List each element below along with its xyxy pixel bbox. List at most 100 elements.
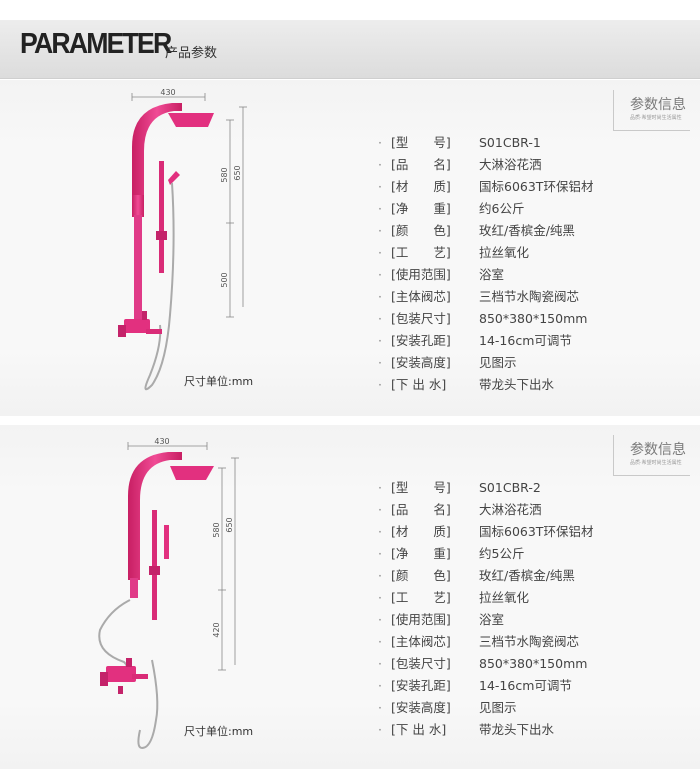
bullet-dot: · [378,157,382,172]
mixer-valve [106,666,136,682]
spec-value: 850*380*150mm [479,311,588,326]
spout [146,329,162,334]
spec-row: ·[主体阀芯]三档节水陶瓷阀芯 [378,631,593,653]
hose [144,182,175,391]
bullet-dot: · [378,656,382,671]
dim-total-label: 650 [233,165,242,180]
spec-list: ·[型 号]S01CBR-2·[品 名]大淋浴花洒·[材 质]国标6063T环保… [378,477,593,741]
product-panel-1: 参数信息 品质·希望时尚生活属性 430 650 580 500 [0,80,700,416]
bullet-dot: · [378,480,382,495]
spec-row: · [颜 色] 玫红/香槟金/纯黑 [378,565,593,587]
dim-total-label: 650 [225,517,234,532]
spec-row: ·[材 质]国标6063T环保铝材 [378,176,593,198]
product-panel-2: 参数信息 品质·希望时尚生活属性 430 650 580 420 [0,425,700,769]
spec-value: 约6公斤 [479,201,525,216]
spec-value: 14-16cm可调节 [479,678,572,693]
spec-row: · [工 艺] 拉丝氧化 [378,587,593,609]
spec-label: [颜 色] [391,568,451,583]
spec-row: ·[包装尺寸]850*380*150mm [378,308,593,330]
spec-label: [包装尺寸] [391,311,451,326]
spec-label: [安装孔距] [391,333,451,348]
spec-label: [主体阀芯] [391,634,451,649]
spec-row: ·[主体阀芯]三档节水陶瓷阀芯 [378,286,593,308]
spec-label: [使用范围] [391,267,451,282]
spec-label: [品 名] [391,157,451,172]
spec-label: [包装尺寸] [391,656,451,671]
spec-label: [品 名] [391,502,451,517]
spec-row: ·[工 艺]拉丝氧化 [378,242,593,264]
stamp-small-text: 品质·希望时尚生活属性 [630,460,682,466]
spec-value: 带龙头下出水 [479,377,555,392]
shower-column-top [132,103,182,201]
shower-head [170,466,214,480]
spec-label: [下 出 水] [391,377,447,392]
spec-value: 拉丝氧化 [479,245,530,260]
stamp-main-text: 参数信息 [630,97,686,113]
spec-row: ·[安装孔距]14-16cm可调节 [378,330,593,352]
spec-value: 850*380*150mm [479,656,588,671]
spec-value: 玫红/香槟金/纯黑 [479,223,575,238]
param-info-stamp: 参数信息 品质·希望时尚生活属性 [613,435,690,476]
spec-value: 约5公斤 [479,546,525,561]
spec-list: ·[型 号]S01CBR-1·[品 名]大淋浴花洒·[材 质]国标6063T环保… [378,132,593,396]
spec-row: ·[品 名]大淋浴花洒 [378,154,593,176]
bullet-dot: · [378,722,382,737]
spec-value: 浴室 [479,612,505,627]
spec-label: [安装孔距] [391,678,451,693]
spec-row: ·[安装高度]见图示 [378,352,593,374]
unit-label: 尺寸单位:mm [184,375,254,388]
panel-separator [0,416,700,425]
bullet-dot: · [378,179,382,194]
hose-top [98,599,131,671]
mixer-valve [124,319,150,333]
spec-value: 国标6063T环保铝材 [479,524,594,539]
bullet-dot: · [378,612,382,627]
bullet-dot: · [378,590,382,605]
spec-value: 玫红/香槟金/纯黑 [479,568,575,583]
spout [132,674,148,679]
unit-label: 尺寸单位:mm [184,725,254,738]
spec-label: [安装高度] [391,355,451,370]
bullet-dot: · [378,546,382,561]
shower-pipe [134,215,142,325]
bullet-dot: · [378,267,382,282]
spec-label: [主体阀芯] [391,289,451,304]
spec-value: 国标6063T环保铝材 [479,179,594,194]
slide-bar [159,161,164,273]
dim-lower-label: 420 [212,622,221,637]
spec-value: 三档节水陶瓷阀芯 [479,634,580,649]
spec-row: · [使用范围] 浴室 [378,264,593,286]
shower-diagram-2: 430 650 580 420 [98,437,239,750]
spec-row: ·[材 质]国标6063T环保铝材 [378,521,593,543]
spec-value: S01CBR-1 [479,135,541,150]
spec-row: ·[使用范围]浴室 [378,609,593,631]
spec-row: ·[安装高度]见图示 [378,697,593,719]
bullet-dot: · [378,223,382,238]
spec-row: ·[型 号]S01CBR-1 [378,132,593,154]
dim-width-label: 430 [160,88,175,97]
bullet-dot: · [378,201,382,216]
spec-label: [材 质] [391,524,451,539]
spec-value: 见图示 [479,700,517,715]
spec-value: 大淋浴花洒 [479,502,542,517]
spec-value: 14-16cm可调节 [479,333,572,348]
spec-value: 浴室 [479,267,505,282]
spec-label: [工 艺] [391,590,451,605]
spec-label: [净 重] [391,201,451,216]
hand-shower [164,525,169,559]
spec-label: [净 重] [391,546,451,561]
page-header: PARAMETER 产品参数 [0,20,700,79]
spec-value: 拉丝氧化 [479,590,530,605]
dim-lower-label: 500 [220,272,229,287]
stamp-small-text: 品质·希望时尚生活属性 [630,115,682,121]
spec-value: S01CBR-2 [479,480,541,495]
dim-width-label: 430 [154,437,169,446]
stamp-main-text: 参数信息 [630,442,686,458]
hose [137,659,159,750]
bullet-dot: · [378,568,382,583]
spec-row: ·[型 号]S01CBR-2 [378,477,593,499]
spec-row: ·[颜 色]玫红/香槟金/纯黑 [378,220,593,242]
bullet-dot: · [378,289,382,304]
dim-upper-label: 580 [212,522,221,537]
slide-bar [152,510,157,620]
